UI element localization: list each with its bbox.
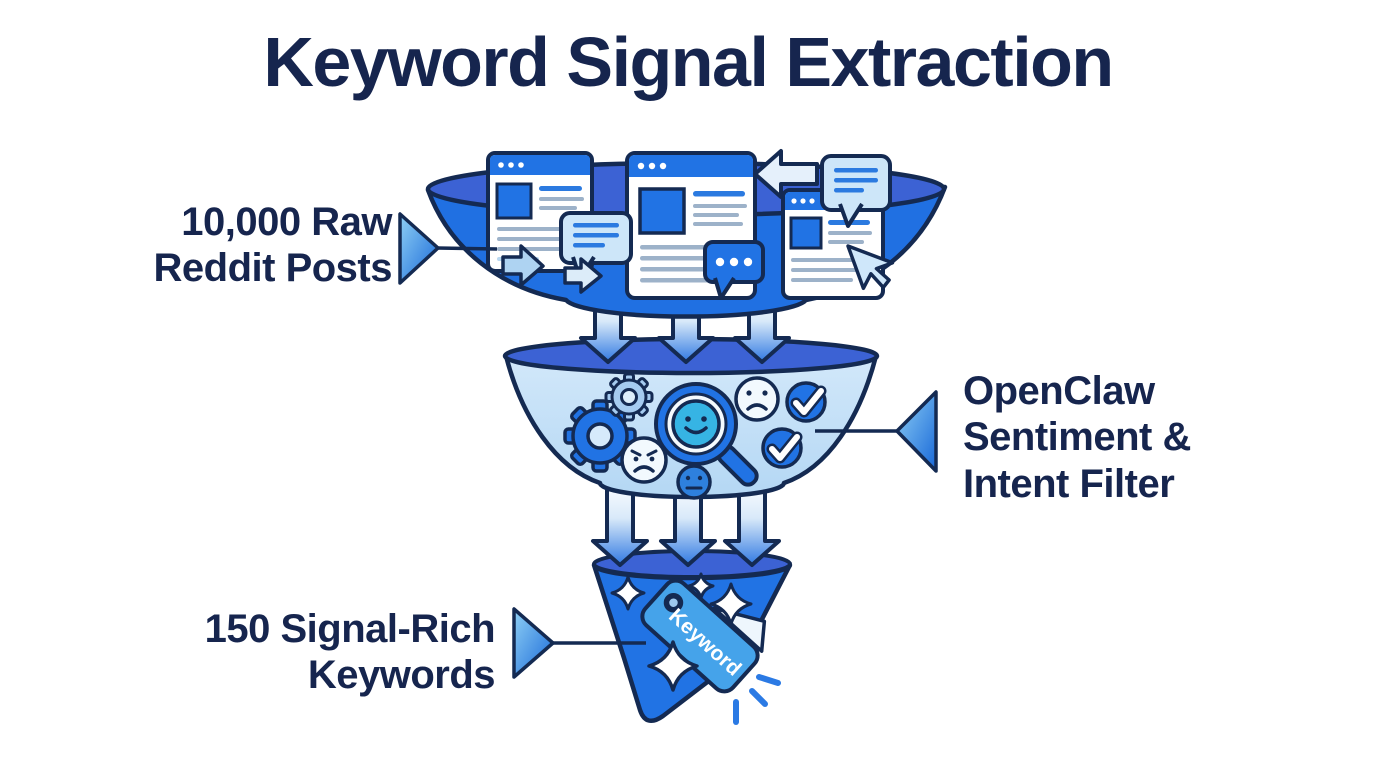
checkmark-icon [761, 427, 803, 469]
arrow-right-icon [501, 244, 545, 287]
sparkle-icon [709, 582, 753, 626]
sparkle-icon [647, 640, 699, 692]
callout-filter: OpenClaw Sentiment & Intent Filter [963, 368, 1303, 507]
arrow-left-icon [753, 149, 819, 199]
page-title: Keyword Signal Extraction [263, 23, 1114, 101]
angry-face-icon [620, 436, 668, 484]
callout-keywords-pointer [512, 607, 555, 679]
checkmark-icon [785, 381, 827, 423]
funnel-stage-bottom-content: Keyword [610, 572, 781, 725]
click-burst-icon [733, 674, 781, 725]
callout-raw-line-1: 10,000 Raw [181, 200, 392, 244]
sad-face-icon [734, 376, 780, 422]
callout-keywords-line-2: Keywords [307, 653, 496, 698]
gear-icon [604, 372, 654, 422]
callout-pointers [398, 212, 938, 679]
neutral-face-icon [676, 464, 712, 500]
speech-bubble-icon [820, 154, 892, 228]
callout-filter-line-3: Intent Filter [963, 461, 1175, 506]
callout-filter-line-2: Sentiment & [963, 415, 1191, 460]
funnel-stage-middle [502, 336, 880, 500]
callout-raw-line [436, 246, 498, 251]
callout-keywords: 150 Signal-Rich Keywords [135, 606, 496, 699]
callout-filter-pointer [895, 390, 938, 473]
callout-raw-line-2: Reddit Posts [153, 246, 393, 291]
down-arrow-icon [723, 485, 781, 567]
cursor-icon [846, 244, 895, 291]
callout-keywords-line-1: 150 Signal-Rich [204, 607, 496, 651]
speech-bubble-dots-icon [703, 240, 765, 300]
callout-raw-posts: 10,000 Raw Reddit Posts [60, 199, 393, 292]
sparkle-icon [610, 575, 646, 611]
callout-raw-pointer [398, 212, 440, 285]
down-arrows-upper [579, 292, 791, 364]
magnifier-smiley-icon [654, 382, 759, 487]
funnel-stage-top [425, 149, 948, 319]
arrow-right-icon [563, 257, 603, 294]
callout-filter-line-1: OpenClaw [963, 369, 1155, 413]
